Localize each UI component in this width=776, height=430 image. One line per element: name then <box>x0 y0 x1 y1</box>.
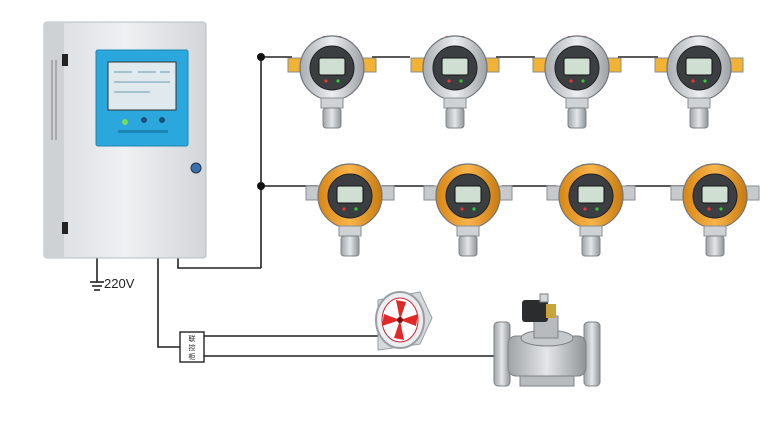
detector-display <box>336 185 364 204</box>
gas-detector <box>532 35 622 129</box>
gas-detector <box>423 163 513 257</box>
bus-junction-top <box>257 53 265 61</box>
detector-display <box>701 185 729 204</box>
gas-detector <box>305 163 395 257</box>
detector-row-silver <box>287 35 744 129</box>
gas-detector <box>287 35 377 129</box>
relay-char-2: 控 <box>189 343 196 352</box>
alarm-controller-cabinet <box>43 21 207 259</box>
detector-display <box>441 57 469 76</box>
gas-detector <box>670 163 760 257</box>
cabinet-lock-icon <box>190 162 202 174</box>
linkage-control-box: 联 控 柜 <box>179 331 205 363</box>
nameplate <box>118 130 168 133</box>
detector-display <box>563 57 591 76</box>
bus-junction-middle <box>257 182 265 190</box>
exhaust-fan-icon <box>375 291 433 351</box>
panel-button-1 <box>141 117 147 123</box>
lcd-screen <box>107 61 177 111</box>
gas-detector <box>410 35 500 129</box>
detector-display <box>454 185 482 204</box>
gas-detector <box>654 35 744 129</box>
panel-button-2 <box>159 117 165 123</box>
status-led-icon <box>122 119 128 125</box>
relay-char-1: 联 <box>189 334 196 343</box>
power-label: 220V <box>104 276 135 291</box>
lcd-readout <box>114 71 170 93</box>
detector-display <box>685 57 713 76</box>
hinge-top-icon <box>62 54 68 66</box>
detector-display <box>318 57 346 76</box>
detector-display <box>577 185 605 204</box>
vent-slots <box>51 60 57 140</box>
relay-char-3: 柜 <box>189 352 196 361</box>
bus-wiring <box>90 56 684 357</box>
detector-row-orange <box>305 163 760 257</box>
gas-detector <box>546 163 636 257</box>
hinge-bottom-icon <box>62 222 68 234</box>
solenoid-valve-icon <box>493 293 601 387</box>
